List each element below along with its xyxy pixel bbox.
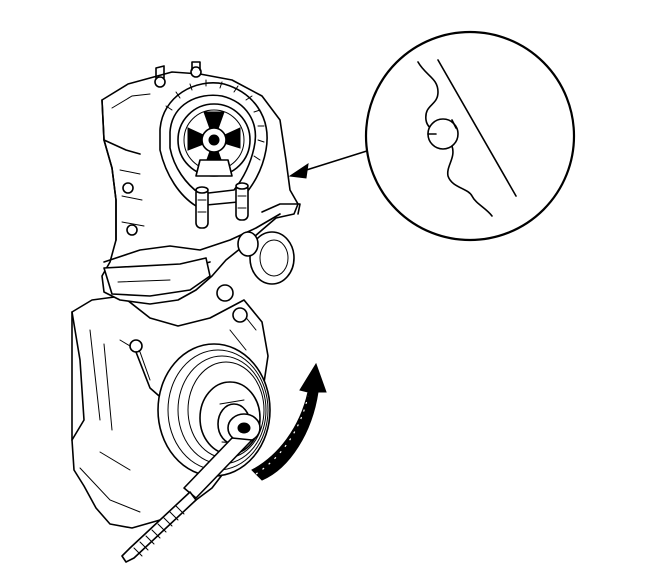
water-pump-pulley [237, 231, 295, 285]
rotation-arrow-icon [251, 362, 327, 481]
detail-magnifier-icon [364, 30, 576, 242]
wrench-icon [121, 413, 261, 563]
callout-arrow-icon [288, 149, 371, 179]
tensioner-studs [195, 182, 249, 229]
camshaft-pulley-icon [177, 103, 251, 177]
